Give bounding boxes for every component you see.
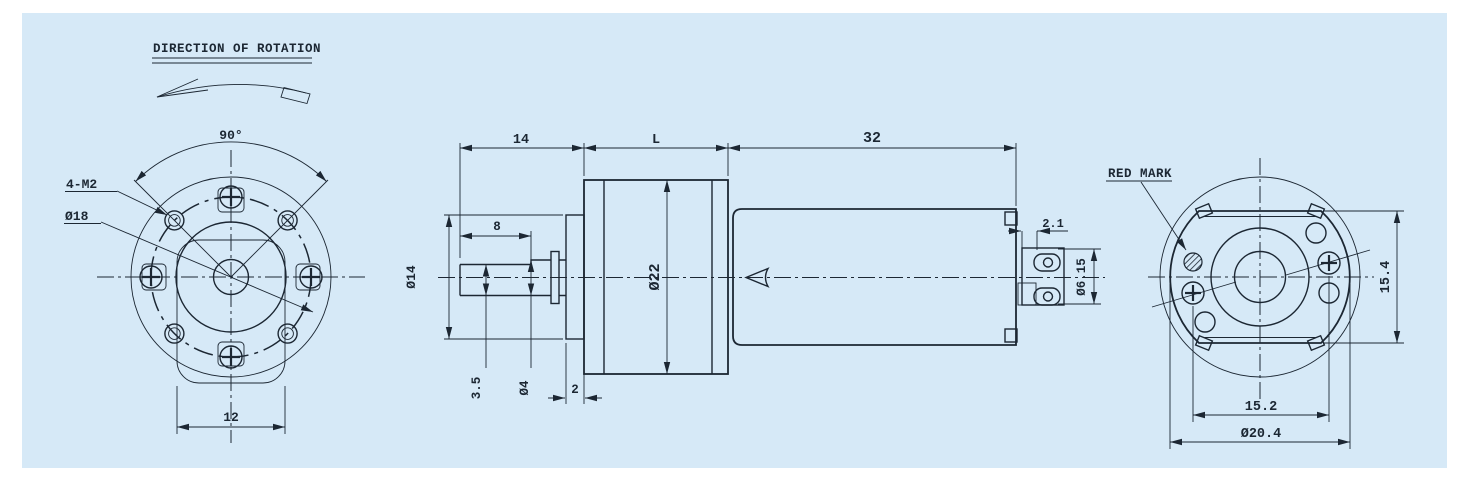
dim-body-dia-text: Ø20.4 [1241, 427, 1282, 442]
dim-shaft-dia4-text: Ø4 [518, 380, 532, 396]
dim-terminal-pitch-text: Ø6.15 [1075, 258, 1089, 296]
rear-bearing-boss [1233, 250, 1287, 304]
front-view: 90° 4-M2 Ø18 12 [64, 128, 365, 443]
rotation-note: DIRECTION OF ROTATION [152, 42, 321, 105]
front-motor-silhouette [176, 239, 286, 384]
rotation-note-label: DIRECTION OF ROTATION [153, 42, 321, 56]
front-screw-right [295, 263, 323, 291]
motor-body [732, 208, 1018, 346]
rear-inner-ring [1210, 227, 1310, 327]
drawing-panel [22, 13, 1447, 468]
red-mark-dot [1183, 252, 1203, 272]
callout-4m2-text: 4-M2 [66, 177, 97, 192]
rear-crimp-tabs [1194, 202, 1326, 352]
dim-screw-pitch-text: 15.2 [1245, 400, 1277, 415]
rear-body-outline [1169, 210, 1351, 344]
crimp-tab-bottom [1004, 328, 1018, 343]
rear-screw-left [1151, 281, 1237, 308]
dim-terminal-offset-text: 2.1 [1042, 217, 1064, 231]
red-mark-callout: RED MARK [1106, 167, 1187, 251]
dim-gearbox-L-text: L [652, 133, 660, 148]
dim-shaft-dia4: Ø4 [518, 260, 535, 396]
red-mark-label: RED MARK [1108, 167, 1172, 181]
terminal-top [1033, 253, 1061, 272]
shaft-retaining-ring [550, 250, 560, 305]
front-mounting-holes [164, 210, 298, 344]
dim-angle-90: 90° [133, 128, 329, 278]
dim-screw-pitch: 15.2 [1192, 276, 1330, 422]
terminal-bottom [1033, 287, 1061, 306]
dim-width-12: 12 [176, 386, 286, 434]
dim-angle-90-text: 90° [219, 128, 242, 143]
callout-4m2: 4-M2 [65, 177, 168, 216]
dim-flat-height-3p5: 3.5 [470, 264, 490, 400]
dim-pilot-dia14-text: Ø14 [404, 265, 419, 289]
dim-body-dia: Ø20.4 [1169, 284, 1351, 449]
rear-outer-circle [1159, 176, 1361, 378]
dim-flat-8-text: 8 [493, 220, 501, 234]
rear-screw-right [1285, 249, 1371, 276]
dim-flat-8: 8 [460, 220, 532, 261]
dim-gearbox-dia22-text: Ø22 [647, 263, 664, 290]
side-view: 14 L 32 8 Ø14 3.5 [404, 130, 1105, 404]
dim-terminal-pitch: Ø6.15 [1058, 248, 1101, 305]
dim-pilot-depth-2: 2 [548, 343, 602, 404]
front-screw-left [139, 263, 167, 291]
dim-pilot-dia14: Ø14 [404, 214, 563, 340]
callout-dia18-text: Ø18 [65, 209, 89, 224]
crimp-tab-top [1004, 211, 1018, 226]
output-shaft [459, 250, 566, 305]
view-direction-arrow-icon [744, 267, 770, 288]
dim-motor-32: 32 [728, 130, 1017, 206]
dim-flat-height-text: 3.5 [470, 377, 484, 400]
terminal-block [1017, 247, 1065, 306]
dim-motor-32-text: 32 [863, 130, 881, 147]
front-shaft-hole [212, 258, 250, 296]
dim-across-flats: 15.4 [1323, 210, 1404, 344]
callout-dia18: Ø18 [64, 209, 314, 313]
dim-gearbox-dia22: Ø22 [647, 180, 671, 374]
front-screw-top [217, 185, 245, 213]
rear-plain-holes [1194, 222, 1340, 333]
front-screw-bottom [217, 341, 245, 369]
gearbox-body [583, 179, 729, 375]
dim-shaft-14-text: 14 [513, 133, 529, 148]
dim-pilot-depth-text: 2 [571, 383, 579, 397]
dim-terminal-offset-2p1: 2.1 [1008, 217, 1068, 250]
rotation-arrow-icon [156, 78, 311, 105]
dim-width-12-text: 12 [223, 410, 239, 425]
rear-view: RED MARK 15.4 15.2 Ø20.4 [1106, 158, 1404, 449]
front-pilot-circle [175, 221, 287, 333]
dim-across-flats-text: 15.4 [1379, 261, 1394, 293]
